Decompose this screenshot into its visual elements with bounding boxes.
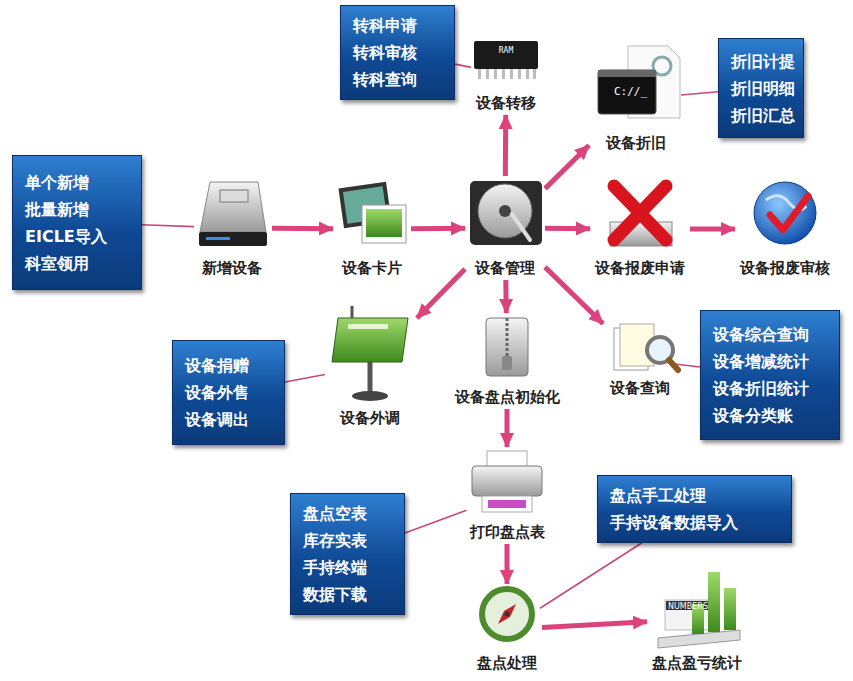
node-label: 设备报废审核 xyxy=(740,258,830,278)
flow-arrow xyxy=(417,269,465,318)
icon-node: 设备卡片 xyxy=(335,180,409,278)
icon-node: 设备查询 xyxy=(605,322,675,398)
leader-line xyxy=(285,374,325,381)
flow-arrow xyxy=(505,409,510,447)
node-label: 设备卡片 xyxy=(342,258,402,278)
flow-arrow xyxy=(503,115,508,176)
icon-node: 新增设备 xyxy=(194,178,270,278)
list-item: 转科申请 xyxy=(353,12,442,39)
icon-node: 设备折旧 xyxy=(591,45,681,153)
icon-node: 设备报废申请 xyxy=(592,180,688,278)
compass-icon xyxy=(482,589,532,639)
list-box: 盘点手工处理手持设备数据导入 xyxy=(597,475,792,543)
harddisk-icon xyxy=(470,181,542,245)
node-label: 设备报废申请 xyxy=(595,258,685,278)
list-item: 设备外售 xyxy=(185,379,272,406)
flow-arrow xyxy=(272,226,333,231)
icon-text: C://_ xyxy=(614,86,647,98)
list-item: 手持设备数据导入 xyxy=(610,509,779,536)
flow-arrow xyxy=(542,622,647,628)
drive-icon xyxy=(199,182,267,246)
node-label: 盘点处理 xyxy=(477,653,537,673)
node-label: 新增设备 xyxy=(202,258,262,278)
board-icon xyxy=(332,306,408,401)
list-item: 设备调出 xyxy=(185,406,272,433)
list-item: 盘点空表 xyxy=(303,500,392,527)
terminal-icon xyxy=(598,46,680,118)
node-label: 盘点盈亏统计 xyxy=(652,653,742,673)
icon-text: NUMBERS xyxy=(668,602,708,611)
printer-icon xyxy=(472,451,542,512)
node-label: 设备查询 xyxy=(610,378,670,398)
list-item: 折旧计提 xyxy=(731,48,791,75)
globe-icon xyxy=(754,182,816,244)
list-box: 单个新增批量新增EICLE导入科室领用 xyxy=(12,155,142,290)
node-label: 设备转移 xyxy=(476,93,536,113)
list-item: 折旧明细 xyxy=(731,75,791,102)
icon-node: 设备管理 xyxy=(467,178,543,278)
list-item: 转科审核 xyxy=(353,39,442,66)
scrap-icon xyxy=(610,186,672,246)
query-icon xyxy=(614,324,678,370)
list-item: 设备增减统计 xyxy=(713,348,827,375)
list-item: 设备捐赠 xyxy=(185,352,272,379)
flow-arrow xyxy=(505,544,510,584)
node-label: 设备外调 xyxy=(340,408,400,428)
list-item: 科室领用 xyxy=(25,250,129,277)
list-item: 盘点手工处理 xyxy=(610,482,779,509)
leader-line xyxy=(540,543,642,608)
leader-line xyxy=(142,225,194,227)
icon-node: 盘点处理 xyxy=(474,586,540,673)
card-icon xyxy=(338,182,406,243)
list-box: 盘点空表库存实表手持终端 数据下载 xyxy=(290,493,405,615)
list-item: 设备综合查询 xyxy=(713,321,827,348)
node-label: 设备管理 xyxy=(475,258,535,278)
chart-icon xyxy=(658,572,740,648)
leader-line xyxy=(681,92,718,95)
list-item: EICLE导入 xyxy=(25,223,129,250)
icon-text: RAM xyxy=(499,45,513,57)
icon-node: 打印盘点表 xyxy=(467,449,548,542)
node-label: 设备折旧 xyxy=(606,133,666,153)
list-item: 库存实表 xyxy=(303,527,392,554)
node-label: 设备盘点初始化 xyxy=(455,387,560,407)
list-item: 折旧汇总 xyxy=(731,102,791,129)
flow-arrow xyxy=(411,226,465,231)
flow-arrow xyxy=(545,267,603,324)
zipper-icon xyxy=(486,318,528,376)
list-item: 批量新增 xyxy=(25,196,129,223)
flow-arrow xyxy=(545,145,589,188)
icon-node: 设备外调 xyxy=(325,304,415,428)
icon-node: 设备报废审核 xyxy=(737,180,833,278)
list-box: 转科申请转科审核转科查询 xyxy=(340,5,455,100)
icon-node: 设备盘点初始化 xyxy=(452,315,563,407)
flow-arrow xyxy=(690,227,735,232)
node-label: 打印盘点表 xyxy=(470,522,545,542)
list-box: 设备综合查询设备增减统计设备折旧统计设备分类账 xyxy=(700,310,840,440)
list-item: 手持终端 数据下载 xyxy=(303,554,392,608)
leader-line xyxy=(455,64,471,67)
flow-arrow xyxy=(545,226,590,231)
leader-line xyxy=(405,510,467,533)
icon-node: 盘点盈亏统计 xyxy=(649,565,745,673)
flow-arrow xyxy=(503,280,508,313)
list-item: 单个新增 xyxy=(25,169,129,196)
ram-icon xyxy=(474,41,538,79)
list-item: 转科查询 xyxy=(353,66,442,93)
list-box: 折旧计提折旧明细折旧汇总 xyxy=(718,38,804,138)
list-box: 设备捐赠设备外售设备调出 xyxy=(172,340,285,445)
list-item: 设备分类账 xyxy=(713,402,827,429)
list-item: 设备折旧统计 xyxy=(713,375,827,402)
